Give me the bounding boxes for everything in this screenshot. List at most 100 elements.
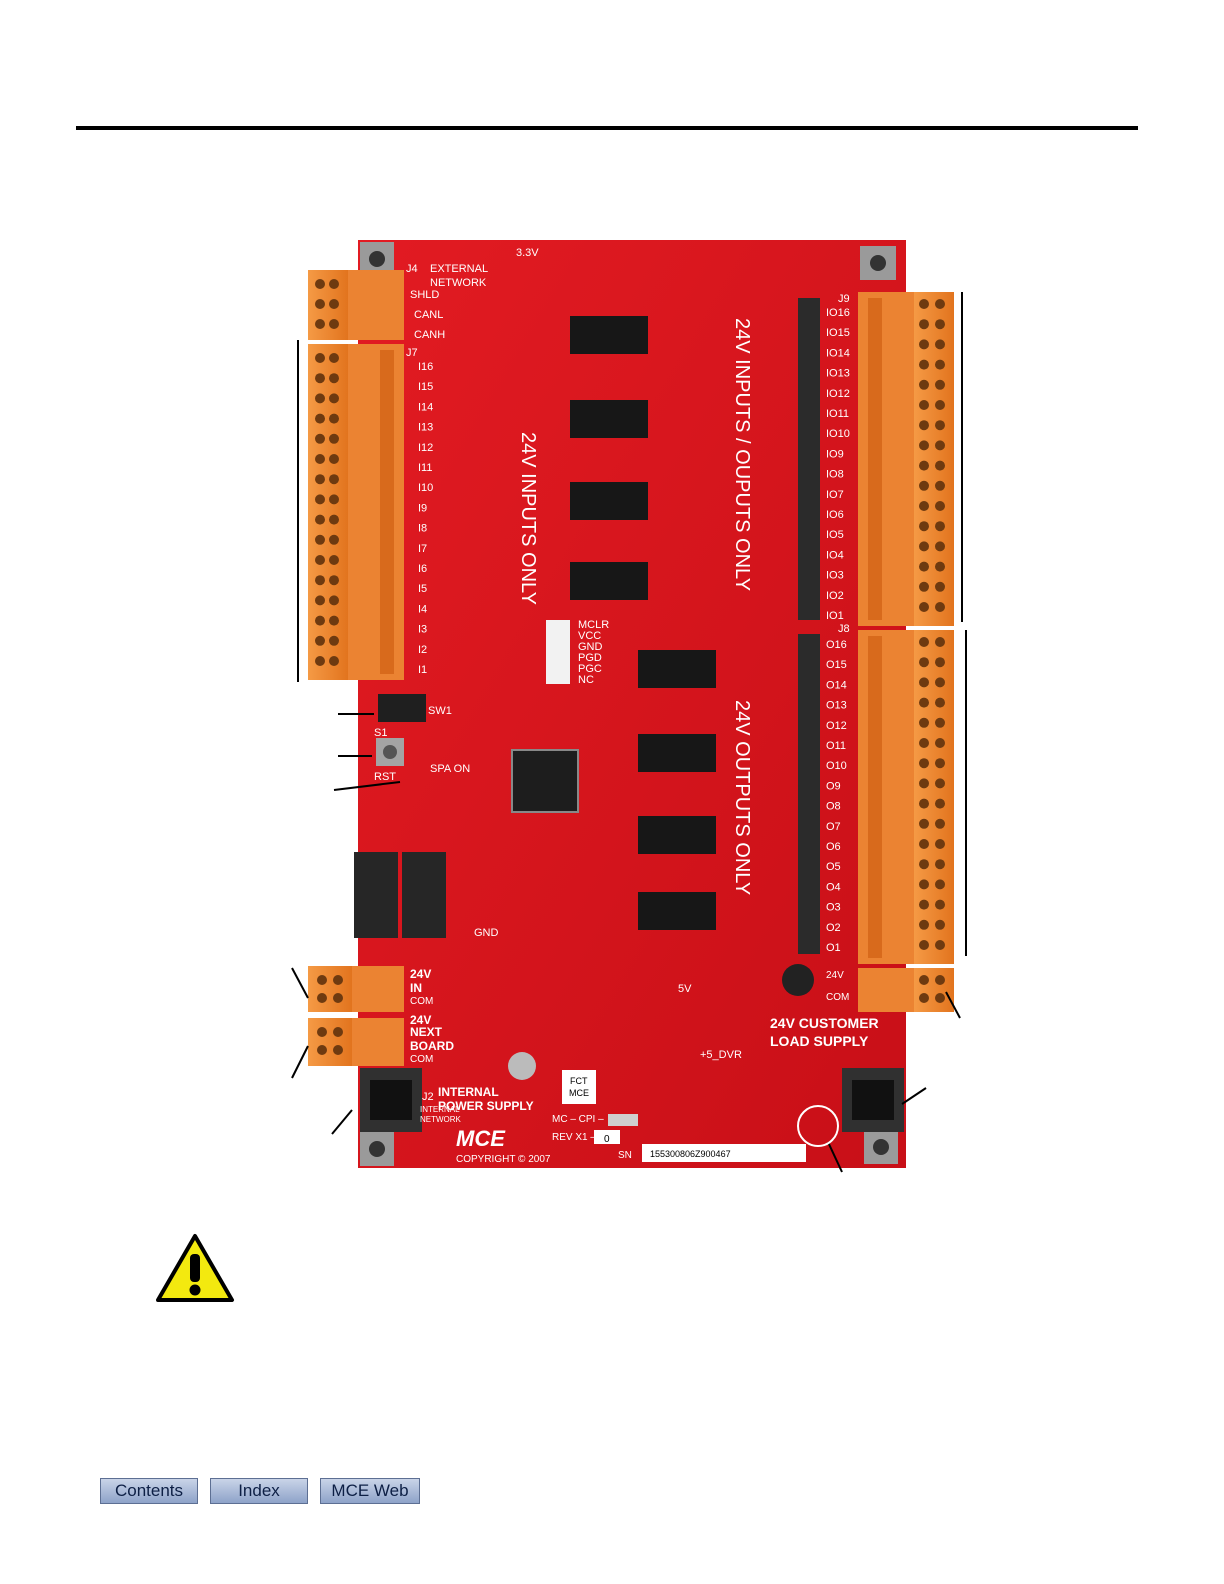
bottom-nav: Contents Index MCE Web xyxy=(100,1478,420,1506)
pin xyxy=(329,353,339,363)
contents-button[interactable]: Contents xyxy=(100,1478,198,1504)
programming-header xyxy=(546,620,570,684)
prog-label-3: GND xyxy=(578,641,603,653)
connector-24v-next-board xyxy=(308,1018,404,1066)
pin xyxy=(315,595,325,606)
pin xyxy=(919,541,929,552)
io-label-8: IO9 xyxy=(826,448,844,460)
pin xyxy=(935,738,945,748)
pin xyxy=(935,460,945,471)
pin xyxy=(315,353,325,363)
relay-1 xyxy=(354,852,398,938)
label-j2: J2 xyxy=(422,1091,434,1103)
io-label-4: IO13 xyxy=(826,368,850,380)
board-photo: EXTERNAL NETWORK J4 3.3V SHLD CANL CANH … xyxy=(290,232,980,1182)
mce-web-button[interactable]: MCE Web xyxy=(320,1478,420,1504)
pin xyxy=(935,818,945,829)
pin xyxy=(919,440,929,451)
io-title: 24V INPUTS / OUPUTS ONLY xyxy=(731,318,753,591)
pin xyxy=(919,521,929,532)
pin xyxy=(329,575,339,586)
fct-sticker xyxy=(562,1070,596,1104)
label-canl: CANL xyxy=(414,309,443,321)
pin xyxy=(935,758,945,769)
pin xyxy=(315,656,325,666)
pin xyxy=(935,859,945,870)
pin xyxy=(315,615,325,626)
capacitor xyxy=(782,964,814,996)
output-label-1: O16 xyxy=(826,639,847,651)
pin xyxy=(919,798,929,809)
pin xyxy=(935,339,945,350)
pin xyxy=(919,677,929,688)
pin xyxy=(919,839,929,849)
pin xyxy=(329,494,339,505)
connector-24v-in xyxy=(308,966,404,1012)
io-label-1: IO16 xyxy=(826,307,850,319)
warning-icon xyxy=(155,1232,235,1304)
pin xyxy=(935,359,945,370)
ic-chip-1 xyxy=(570,316,648,354)
label-j8: J8 xyxy=(838,623,850,635)
pin xyxy=(919,299,929,309)
label-j4: J4 xyxy=(406,263,418,275)
pin xyxy=(919,319,929,330)
dip-switch-sw1 xyxy=(378,694,426,722)
label-24v-in-3: COM xyxy=(410,996,433,1007)
pin xyxy=(919,460,929,471)
pin xyxy=(935,697,945,708)
mce-logo: MCE xyxy=(456,1126,506,1151)
pin xyxy=(315,474,325,485)
input-label-9: I8 xyxy=(418,523,427,535)
io-label-6: IO11 xyxy=(826,408,849,420)
output-led-strip xyxy=(798,634,820,954)
io-label-10: IO7 xyxy=(826,489,844,501)
pin xyxy=(935,440,945,451)
pin xyxy=(935,798,945,809)
pin xyxy=(329,656,339,666)
rj45-jack-right xyxy=(842,1068,904,1132)
pin xyxy=(935,717,945,728)
label-5-dvr: +5_DVR xyxy=(700,1049,742,1061)
rev-box xyxy=(594,1130,620,1144)
index-button[interactable]: Index xyxy=(210,1478,308,1504)
label-customer-supply-2: LOAD SUPPLY xyxy=(770,1033,869,1049)
label-mc: MC – CPI – xyxy=(552,1114,604,1125)
io-label-15: IO2 xyxy=(826,590,844,602)
label-int-network-2: NETWORK xyxy=(420,1115,462,1124)
output-label-2: O15 xyxy=(826,659,847,671)
input-label-6: I11 xyxy=(418,462,432,474)
label-rev: REV X1 – xyxy=(552,1132,596,1143)
pin xyxy=(935,899,945,910)
pin xyxy=(935,602,945,612)
io-label-2: IO15 xyxy=(826,327,850,339)
pin xyxy=(919,899,929,910)
label-customer-24v: 24V xyxy=(826,970,844,981)
pin xyxy=(315,575,325,586)
jumper-callout-circle xyxy=(797,1105,839,1147)
pin xyxy=(919,501,929,511)
pin xyxy=(935,379,945,390)
pin xyxy=(935,657,945,668)
label-int-network-1: INTERNAL xyxy=(420,1105,460,1114)
pin xyxy=(315,454,325,464)
pin xyxy=(919,818,929,829)
label-3-3v: 3.3V xyxy=(516,247,539,259)
output-label-11: O6 xyxy=(826,841,841,853)
output-label-6: O11 xyxy=(826,740,846,752)
input-label-7: I10 xyxy=(418,482,433,494)
io-label-14: IO3 xyxy=(826,570,844,582)
output-label-14: O3 xyxy=(826,902,841,914)
output-label-5: O12 xyxy=(826,720,847,732)
output-label-13: O4 xyxy=(826,881,841,893)
input-label-8: I9 xyxy=(418,502,427,514)
pin xyxy=(919,919,929,930)
io-label-9: IO8 xyxy=(826,469,844,481)
input-label-10: I7 xyxy=(418,543,427,555)
label-customer-supply-1: 24V CUSTOMER xyxy=(770,1015,879,1031)
output-label-15: O2 xyxy=(826,922,841,934)
pin xyxy=(315,555,325,565)
pin xyxy=(329,433,339,444)
input-label-11: I6 xyxy=(418,563,427,575)
